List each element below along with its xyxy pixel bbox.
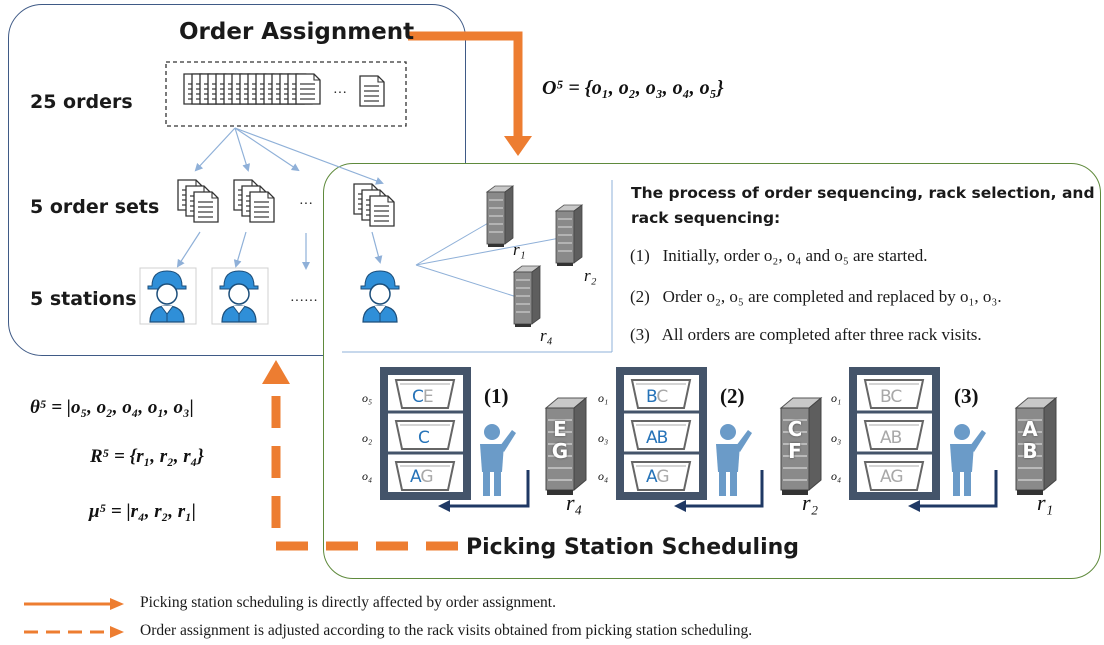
order-sequence-formula: θ⁵ = |o₅, o₂, o₄, o₁, o₃| — [30, 397, 194, 418]
step-3-number: (3) — [630, 325, 650, 344]
stage-2-rack-label: r₂ — [802, 490, 819, 515]
rack-sequence-formula: μ⁵ = |r₄, r₂, r₁| — [89, 501, 196, 522]
legend-dashed-text: Order assignment is adjusted according t… — [140, 622, 753, 639]
row-label-order-sets: 5 order sets — [30, 196, 160, 218]
stage-2-slot-2-items: AB — [646, 428, 668, 448]
stage-2-slot-3-label: o₄ — [598, 469, 609, 483]
stage-2-slot-1-label: o₁ — [598, 391, 609, 405]
process-title: The process of order sequencing, rack se… — [631, 184, 1095, 227]
stage-1-slot-2-label: o₂ — [362, 431, 373, 445]
sets-ellipsis: ··· — [299, 197, 313, 212]
orders-ellipsis: ··· — [333, 86, 347, 101]
stations-ellipsis: ······ — [290, 294, 318, 309]
legend-solid-text: Picking station scheduling is directly a… — [140, 594, 556, 611]
step-3-text: All orders are completed after three rac… — [661, 325, 982, 344]
order-documents-stack — [183, 73, 385, 107]
stage-3-slot-2-items: AB — [880, 428, 902, 448]
step-1-number: (1) — [630, 246, 650, 265]
rack-visit-arrows — [438, 470, 998, 512]
process-step-3: (3) All orders are completed after three… — [630, 325, 982, 345]
orders-box — [165, 61, 407, 127]
step-2-number: (2) — [630, 287, 650, 306]
order-set-icons — [177, 179, 395, 227]
candidate-racks — [486, 185, 583, 328]
stage-2-number: (2) — [720, 384, 745, 408]
solid-orange-arrow — [408, 31, 523, 138]
stage-2-slot-3-items: AG — [646, 467, 670, 487]
stage-1-slot-1-items: CE — [412, 387, 434, 407]
stage-1-slot-3-items: AG — [410, 467, 434, 487]
order-split-arrows — [176, 127, 384, 270]
stage-2-slot-2-label: o₃ — [598, 431, 609, 445]
stage-2-shelf — [616, 367, 707, 500]
stage-3-number: (3) — [954, 384, 979, 408]
dashed-orange-arrow — [271, 394, 458, 551]
picking-station-title: Picking Station Scheduling — [466, 535, 800, 560]
rack-set-formula: R⁵ = {r₁, r₂, r₄} — [90, 446, 204, 467]
stage-1-slot-3-label: o₄ — [362, 469, 373, 483]
stage-1-slot-1-label: o₅ — [362, 391, 373, 405]
rack-selection-lines — [415, 221, 561, 299]
order-set-formula: O⁵ = {o₁, o₂, o₃, o₄, o₅} — [542, 77, 724, 99]
stage-3-slot-1-items: BC — [880, 387, 902, 407]
stage-3-slot-3-label: o₄ — [831, 469, 842, 483]
stage-1-number: (1) — [484, 384, 509, 408]
process-step-1: (1) Initially, order o₂, o₄ and o₅ are s… — [630, 246, 928, 266]
process-step-2: (2) Order o₂, o₅ are completed and repla… — [630, 287, 1002, 307]
stage-1-slot-2-items: C — [418, 428, 430, 448]
station-icons — [147, 270, 400, 323]
order-assignment-title: Order Assignment — [179, 19, 415, 45]
step-2-text: Order o₂, o₅ are completed and replaced … — [662, 287, 1002, 306]
row-label-orders: 25 orders — [30, 91, 133, 113]
rack-label-r4: r₄ — [540, 326, 553, 345]
stage-3-slot-2-label: o₃ — [831, 431, 842, 445]
stage-1-shelf — [380, 367, 471, 500]
rack-label-r1: r₁ — [513, 240, 526, 259]
stage-3-rack-label: r₁ — [1037, 490, 1054, 515]
stage-3-slot-1-label: o₁ — [831, 391, 842, 405]
stage-1-rack-label: r₄ — [566, 490, 583, 515]
stage-3-shelf — [849, 367, 940, 500]
rack-label-r2: r₂ — [584, 266, 597, 285]
stage-3-slot-3-items: AG — [880, 467, 903, 487]
step-1-text: Initially, order o₂, o₄ and o₅ are start… — [662, 246, 928, 265]
row-label-stations: 5 stations — [30, 288, 137, 310]
stage-2-slot-1-items: BC — [646, 387, 668, 407]
